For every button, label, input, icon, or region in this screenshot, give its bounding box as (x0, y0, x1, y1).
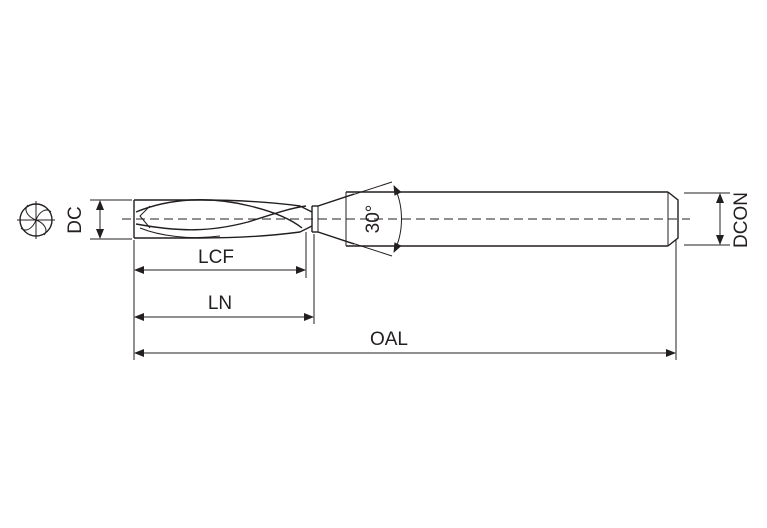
dc-dimension (90, 199, 132, 240)
ln-label: LN (208, 293, 232, 314)
dcon-dimension (684, 192, 730, 246)
lcf-label: LCF (198, 247, 234, 268)
end-view-icon (17, 201, 55, 239)
angle-label: 30° (363, 205, 384, 234)
oal-label: OAL (370, 329, 408, 350)
dc-label: DC (65, 206, 86, 233)
taper-angle-indicator (317, 181, 402, 257)
dcon-label: DCON (731, 192, 752, 248)
